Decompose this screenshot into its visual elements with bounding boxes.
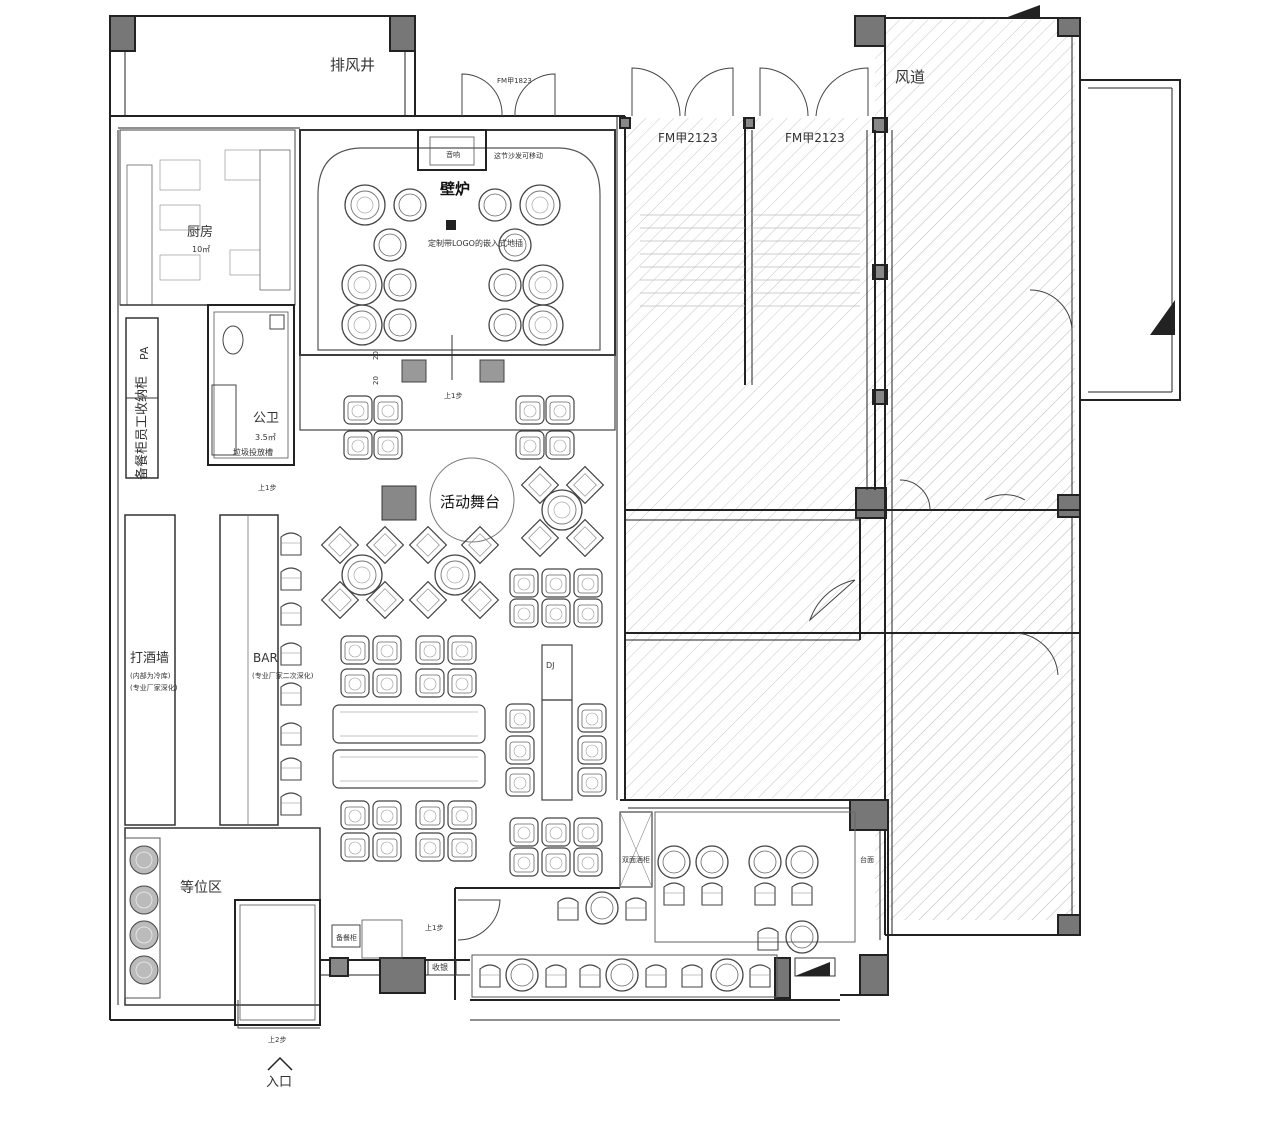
label-step-toilet: 上1步 bbox=[258, 483, 276, 492]
label-cashier: 收银 bbox=[432, 962, 448, 972]
label-kitchen-area: 10㎡ bbox=[192, 245, 210, 254]
label-counter: 台面 bbox=[860, 855, 874, 864]
label-door-fm2123-b: FM甲2123 bbox=[785, 131, 845, 145]
waiting-area bbox=[124, 827, 403, 1026]
label-entrance: 入口 bbox=[266, 1075, 292, 1090]
label-fireplace: 壁炉 bbox=[440, 180, 470, 198]
lounge-tables bbox=[341, 184, 564, 346]
bar-area bbox=[124, 514, 302, 826]
kitchen-area bbox=[119, 129, 296, 306]
label-dim-20b: 20 bbox=[372, 376, 380, 385]
label-kitchen: 厨房 bbox=[187, 224, 213, 240]
label-bar: BAR bbox=[253, 651, 278, 665]
label-pa: PA bbox=[138, 346, 151, 360]
label-toilet-area: 3.5㎡ bbox=[255, 433, 276, 442]
label-prep: 备餐柜 bbox=[336, 933, 357, 942]
dining-furniture bbox=[321, 395, 607, 877]
label-bar-note: (专业厂家二次深化) bbox=[252, 671, 314, 680]
label-step-bottom: 上1步 bbox=[425, 923, 443, 932]
label-floor-socket: 定制带LOGO的嵌入式地插 bbox=[428, 238, 523, 248]
hatched-service-zones bbox=[625, 20, 1075, 920]
label-air-duct: 风道 bbox=[895, 68, 925, 86]
label-exhaust-shaft: 排风井 bbox=[330, 56, 375, 74]
bottom-lounge bbox=[427, 811, 856, 998]
label-door-fm2123-a: FM甲2123 bbox=[658, 131, 718, 145]
label-trash-slot: 垃圾投放槽 bbox=[233, 447, 273, 457]
label-bar-wall-note1: (内部为冷库) bbox=[130, 671, 171, 680]
label-door-fm1823: FM甲1823 bbox=[497, 77, 532, 85]
label-bar-wall: 打酒墙 bbox=[130, 651, 169, 666]
label-double-cabinet: 双面酒柜 bbox=[622, 855, 650, 864]
label-dim-20a: 20 bbox=[372, 351, 380, 360]
label-step-lounge: 上1步 bbox=[444, 391, 462, 400]
label-storage: 备餐柜员工收纳柜 bbox=[134, 376, 150, 480]
north-marker-icon bbox=[1005, 5, 1040, 18]
label-waiting: 等位区 bbox=[180, 879, 222, 896]
label-toilet: 公卫 bbox=[253, 411, 279, 426]
entrance-arrow-icon bbox=[267, 1056, 293, 1071]
label-dj: DJ bbox=[546, 661, 555, 670]
label-step-entrance: 上2步 bbox=[268, 1035, 286, 1044]
label-sofa-note: 这节沙发可移动 bbox=[494, 151, 543, 160]
stair bbox=[640, 214, 860, 307]
doors bbox=[237, 67, 1073, 1029]
label-speaker: 音响 bbox=[446, 150, 460, 159]
exit-marker-icon bbox=[1150, 300, 1175, 335]
label-stage: 活动舞台 bbox=[440, 493, 500, 511]
toilet-room bbox=[207, 304, 295, 466]
fireplace-lounge bbox=[299, 129, 616, 431]
storage-cabinets bbox=[125, 317, 159, 479]
label-bar-wall-note2: (专业厂家深化) bbox=[130, 683, 178, 692]
